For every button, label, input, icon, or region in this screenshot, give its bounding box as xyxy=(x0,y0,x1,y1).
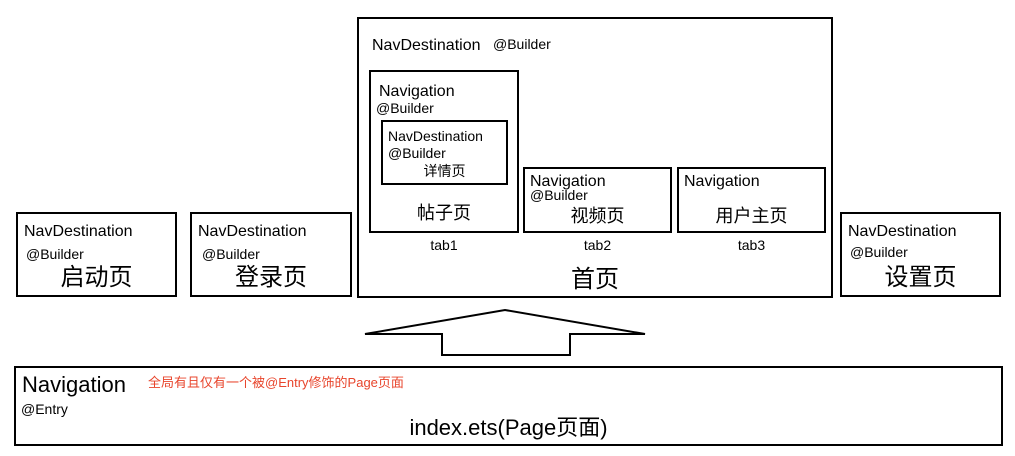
user-tab-box: Navigation 用户主页 xyxy=(677,167,826,233)
detail-page-title: 详情页 xyxy=(423,163,466,179)
root-decorator-label: @Entry xyxy=(21,401,68,417)
startup-component-label: NavDestination xyxy=(24,223,133,240)
startup-decorator-label: @Builder xyxy=(26,246,84,262)
root-page-title: index.ets(Page页面) xyxy=(409,415,608,440)
settings-component-label: NavDestination xyxy=(848,223,957,240)
posts-component-label: Navigation xyxy=(379,83,455,100)
settings-decorator-label: @Builder xyxy=(850,244,908,260)
detail-page-box: NavDestination @Builder 详情页 xyxy=(381,120,508,185)
home-page-title: 首页 xyxy=(571,266,619,293)
posts-page-title: 帖子页 xyxy=(417,203,471,223)
startup-page-box: NavDestination @Builder 启动页 xyxy=(16,212,177,297)
video-decorator-label: @Builder xyxy=(530,187,588,203)
posts-tab-box: Navigation @Builder NavDestination @Buil… xyxy=(369,70,519,233)
posts-decorator-label: @Builder xyxy=(376,100,434,116)
video-component-label: Navigation xyxy=(530,173,606,190)
settings-page-title: 设置页 xyxy=(884,264,957,291)
tab1-label: tab1 xyxy=(430,237,458,253)
detail-component-label: NavDestination xyxy=(388,128,483,144)
root-page-box: Navigation 全局有且仅有一个被@Entry修饰的Page页面 @Ent… xyxy=(14,366,1003,446)
login-page-box: NavDestination @Builder 登录页 xyxy=(190,212,352,297)
tab3-label: tab3 xyxy=(737,237,766,253)
home-component-label: NavDestination xyxy=(372,37,481,54)
startup-page-title: 启动页 xyxy=(60,264,133,291)
video-page-title: 视频页 xyxy=(570,206,625,226)
video-tab-box: Navigation @Builder 视频页 xyxy=(523,167,672,233)
login-component-label: NavDestination xyxy=(198,223,307,240)
login-decorator-label: @Builder xyxy=(202,246,260,262)
login-page-title: 登录页 xyxy=(235,264,307,291)
user-component-label: Navigation xyxy=(684,173,760,190)
root-component-label: Navigation xyxy=(22,372,126,397)
home-decorator-label: @Builder xyxy=(493,36,551,52)
tab2-label: tab2 xyxy=(583,237,612,253)
home-page-box: NavDestination @Builder Navigation @Buil… xyxy=(357,17,833,298)
root-note: 全局有且仅有一个被@Entry修饰的Page页面 xyxy=(148,375,404,390)
detail-decorator-label: @Builder xyxy=(388,145,446,161)
settings-page-box: NavDestination @Builder 设置页 xyxy=(840,212,1001,297)
user-page-title: 用户主页 xyxy=(715,206,788,226)
